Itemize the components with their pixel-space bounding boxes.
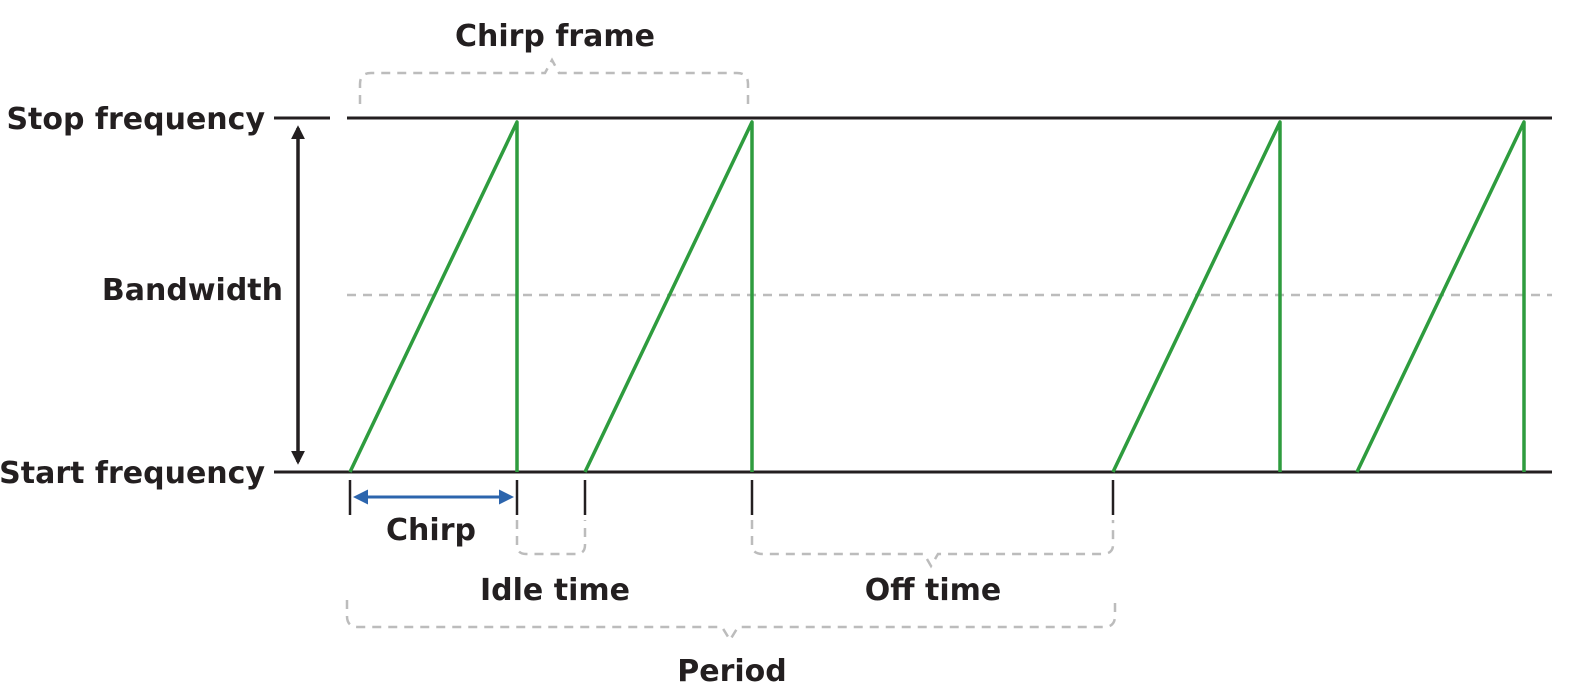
idle-time-label: Idle time bbox=[480, 573, 630, 608]
off-time-brace bbox=[750, 520, 1115, 569]
period-label: Period bbox=[677, 654, 787, 689]
start-frequency-label: Start frequency bbox=[0, 456, 265, 491]
chirp-frame-label: Chirp frame bbox=[455, 19, 655, 54]
chirp-label: Chirp bbox=[386, 513, 476, 548]
chirp-ramp-3 bbox=[1111, 120, 1282, 473]
period-brace bbox=[345, 600, 1117, 643]
off-time-label: Off time bbox=[865, 573, 1001, 608]
idle-time-brace bbox=[515, 520, 587, 556]
stop-frequency-label: Stop frequency bbox=[6, 102, 265, 137]
bandwidth-label: Bandwidth bbox=[102, 273, 283, 308]
chirp-ramp-4 bbox=[1355, 120, 1526, 473]
chirp-ramp-2 bbox=[583, 120, 754, 473]
chirp-frame-brace bbox=[358, 57, 750, 104]
chirp-ramp-1 bbox=[348, 120, 519, 473]
